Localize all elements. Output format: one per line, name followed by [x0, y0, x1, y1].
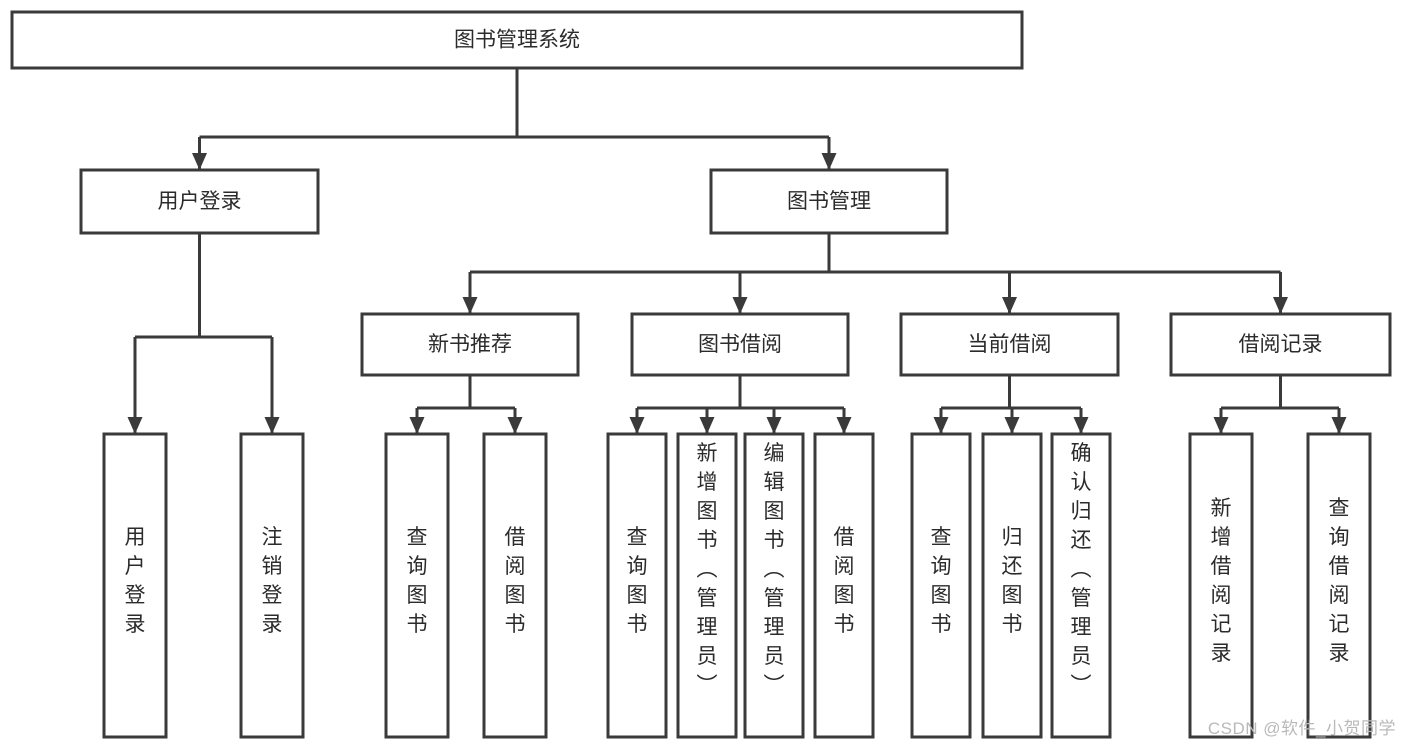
node-leaf-query-book-borrow[interactable]: 查询图书	[606, 432, 668, 739]
node-label-leaf-add-borrow-record: 新增借阅记录	[1211, 497, 1232, 665]
arrow-head-book-management	[821, 153, 837, 170]
node-label-root: 图书管理系统	[454, 29, 580, 52]
node-label-leaf-query-book-borrow: 查询图书	[627, 526, 648, 636]
arrow-head-leaf-logout-login	[264, 417, 280, 434]
node-new-book-recommend[interactable]: 新书推荐	[360, 312, 580, 377]
node-box-book-management	[709, 168, 949, 235]
node-box-leaf-add-book-admin	[676, 432, 738, 739]
arrow-head-new-book-recommend	[462, 297, 478, 314]
arrow-head-leaf-add-borrow-record	[1213, 417, 1229, 434]
node-root[interactable]: 图书管理系统	[10, 10, 1024, 70]
node-leaf-borrow-book[interactable]: 借阅图书	[813, 432, 875, 739]
node-box-leaf-query-borrow-record	[1306, 432, 1372, 739]
node-label-leaf-edit-book-admin: 编辑图书︵管理员︶	[764, 442, 785, 697]
node-leaf-query-borrow-record[interactable]: 查询借阅记录	[1306, 432, 1372, 739]
arrow-head-leaf-user-login	[127, 417, 143, 434]
arrow-head-leaf-query-borrow-record	[1331, 417, 1347, 434]
arrow-head-leaf-query-book-newbook	[409, 417, 425, 434]
node-box-leaf-query-book-borrow	[606, 432, 668, 739]
connectors-layer	[127, 68, 1347, 434]
node-leaf-borrow-book-newbook[interactable]: 借阅图书	[482, 432, 548, 739]
node-label-leaf-query-book-current: 查询图书	[931, 526, 952, 636]
node-book-borrow[interactable]: 图书借阅	[630, 312, 850, 377]
node-label-current-borrow: 当前借阅	[968, 333, 1052, 356]
arrow-head-leaf-query-book-borrow	[629, 417, 645, 434]
node-box-leaf-borrow-book-newbook	[482, 432, 548, 739]
node-leaf-query-book-newbook[interactable]: 查询图书	[384, 432, 450, 739]
node-label-book-management: 图书管理	[787, 190, 871, 213]
arrow-head-leaf-borrow-book-newbook	[507, 417, 523, 434]
node-box-leaf-borrow-book	[813, 432, 875, 739]
node-leaf-user-login[interactable]: 用户登录	[102, 432, 168, 739]
node-box-borrow-record	[1169, 312, 1392, 377]
node-box-new-book-recommend	[360, 312, 580, 377]
arrow-head-current-borrow	[1002, 297, 1017, 314]
arrow-head-leaf-add-book-admin	[699, 417, 715, 434]
arrow-head-user-login	[192, 153, 207, 170]
node-box-leaf-add-borrow-record	[1188, 432, 1254, 739]
arrow-head-leaf-edit-book-admin	[766, 417, 782, 434]
node-box-leaf-confirm-return-admin	[1050, 432, 1112, 739]
node-label-leaf-query-book-newbook: 查询图书	[407, 526, 428, 636]
node-label-user-login: 用户登录	[158, 190, 242, 213]
node-leaf-return-book[interactable]: 归还图书	[981, 432, 1043, 739]
node-label-leaf-query-borrow-record: 查询借阅记录	[1329, 497, 1350, 665]
node-label-leaf-borrow-book: 借阅图书	[834, 526, 855, 636]
node-leaf-confirm-return-admin[interactable]: 确认归还︵管理员︶	[1050, 432, 1112, 739]
nodes-layer: 图书管理系统用户登录图书管理新书推荐图书借阅当前借阅借阅记录用户登录注销登录查询…	[10, 10, 1392, 739]
node-leaf-edit-book-admin[interactable]: 编辑图书︵管理员︶	[743, 432, 805, 739]
node-leaf-add-book-admin[interactable]: 新增图书︵管理员︶	[676, 432, 738, 739]
node-box-book-borrow	[630, 312, 850, 377]
node-user-login[interactable]: 用户登录	[79, 168, 320, 235]
node-box-user-login	[79, 168, 320, 235]
arrow-head-leaf-query-book-current	[933, 417, 949, 434]
node-box-leaf-edit-book-admin	[743, 432, 805, 739]
node-leaf-add-borrow-record[interactable]: 新增借阅记录	[1188, 432, 1254, 739]
node-label-leaf-logout-login: 注销登录	[262, 526, 283, 636]
arrow-head-leaf-confirm-return-admin	[1073, 417, 1089, 434]
node-leaf-query-book-current[interactable]: 查询图书	[910, 432, 972, 739]
node-box-leaf-query-book-current	[910, 432, 972, 739]
node-label-borrow-record: 借阅记录	[1239, 333, 1323, 356]
node-box-current-borrow	[899, 312, 1120, 377]
node-box-leaf-user-login	[102, 432, 168, 739]
node-label-leaf-user-login: 用户登录	[125, 526, 146, 636]
node-label-leaf-add-book-admin: 新增图书︵管理员︶	[697, 442, 718, 697]
node-borrow-record[interactable]: 借阅记录	[1169, 312, 1392, 377]
node-label-leaf-return-book: 归还图书	[1002, 526, 1023, 636]
node-box-leaf-query-book-newbook	[384, 432, 450, 739]
node-label-leaf-borrow-book-newbook: 借阅图书	[505, 526, 526, 636]
node-label-new-book-recommend: 新书推荐	[428, 333, 512, 356]
node-box-root	[10, 10, 1024, 70]
node-box-leaf-logout-login	[239, 432, 305, 739]
arrow-head-book-borrow	[732, 297, 748, 314]
node-leaf-logout-login[interactable]: 注销登录	[239, 432, 305, 739]
node-label-book-borrow: 图书借阅	[698, 333, 782, 356]
arrow-head-borrow-record	[1273, 297, 1288, 314]
node-label-leaf-confirm-return-admin: 确认归还︵管理员︶	[1071, 442, 1092, 697]
node-box-leaf-return-book	[981, 432, 1043, 739]
node-current-borrow[interactable]: 当前借阅	[899, 312, 1120, 377]
arrow-head-leaf-return-book	[1004, 417, 1020, 434]
arrow-head-leaf-borrow-book	[836, 417, 852, 434]
node-book-management[interactable]: 图书管理	[709, 168, 949, 235]
